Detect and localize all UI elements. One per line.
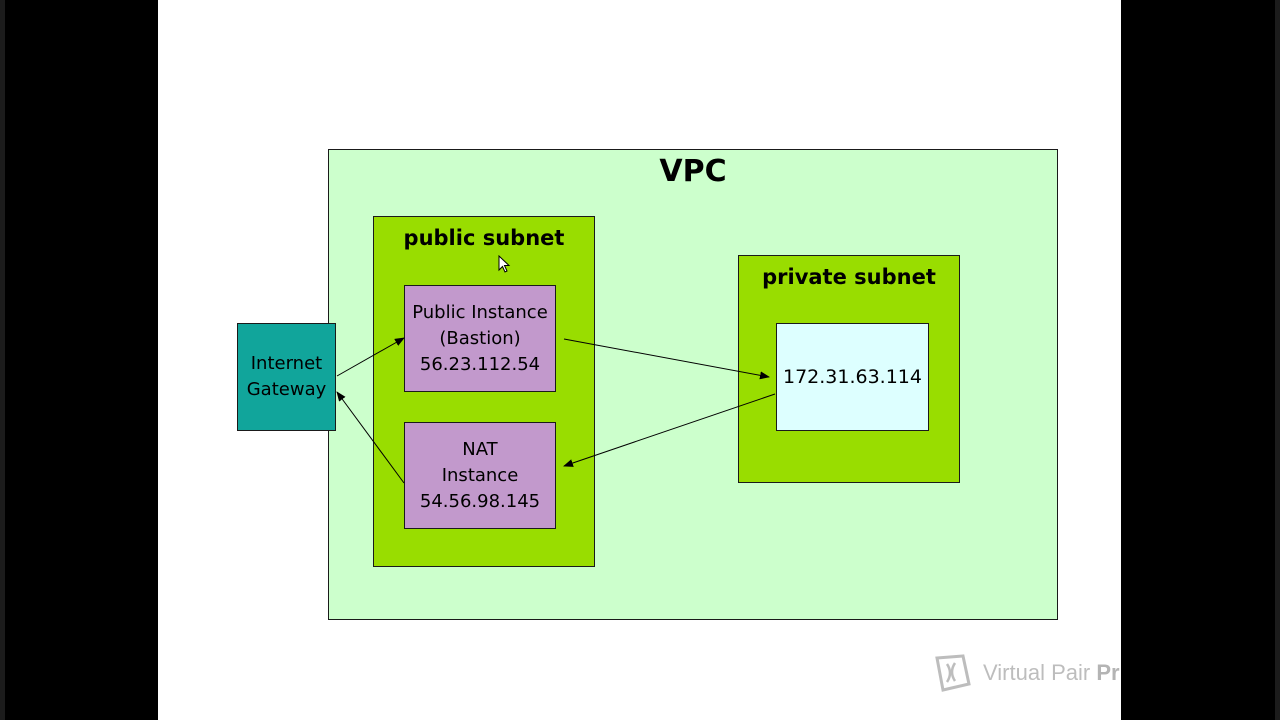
internet-gateway-box: Internet Gateway	[237, 323, 336, 431]
public-subnet-title: public subnet	[403, 226, 565, 250]
mouse-cursor-icon	[498, 255, 511, 273]
virtual-pair-logo-icon	[935, 654, 971, 692]
gateway-line1: Internet	[250, 353, 323, 374]
bastion-line1: Public Instance	[412, 301, 548, 323]
bastion-ip: 56.23.112.54	[419, 353, 541, 375]
bastion-instance-box: Public Instance (Bastion) 56.23.112.54	[404, 285, 556, 392]
bastion-line2: (Bastion)	[439, 327, 521, 349]
left-edge	[0, 0, 5, 720]
watermark-text-a: Virtual Pair	[983, 660, 1097, 685]
watermark-text-b: Pr	[1096, 660, 1120, 685]
nat-line2: Instance	[441, 464, 519, 486]
slide: VPC public subnet Public Instance (Basti…	[158, 0, 1121, 720]
watermark: Virtual Pair Pr	[933, 654, 1120, 692]
nat-instance-box: NAT Instance 54.56.98.145	[404, 422, 556, 529]
private-instance-ip: 172.31.63.114	[782, 366, 922, 388]
nat-ip: 54.56.98.145	[419, 490, 541, 512]
vpc-title: VPC	[659, 154, 727, 189]
gateway-line2: Gateway	[246, 379, 327, 400]
right-edge	[1275, 0, 1280, 720]
private-instance-box: 172.31.63.114	[776, 323, 929, 431]
watermark-text: Virtual Pair Pr	[983, 660, 1120, 686]
private-subnet-title: private subnet	[762, 265, 936, 289]
nat-line1: NAT	[462, 438, 498, 460]
